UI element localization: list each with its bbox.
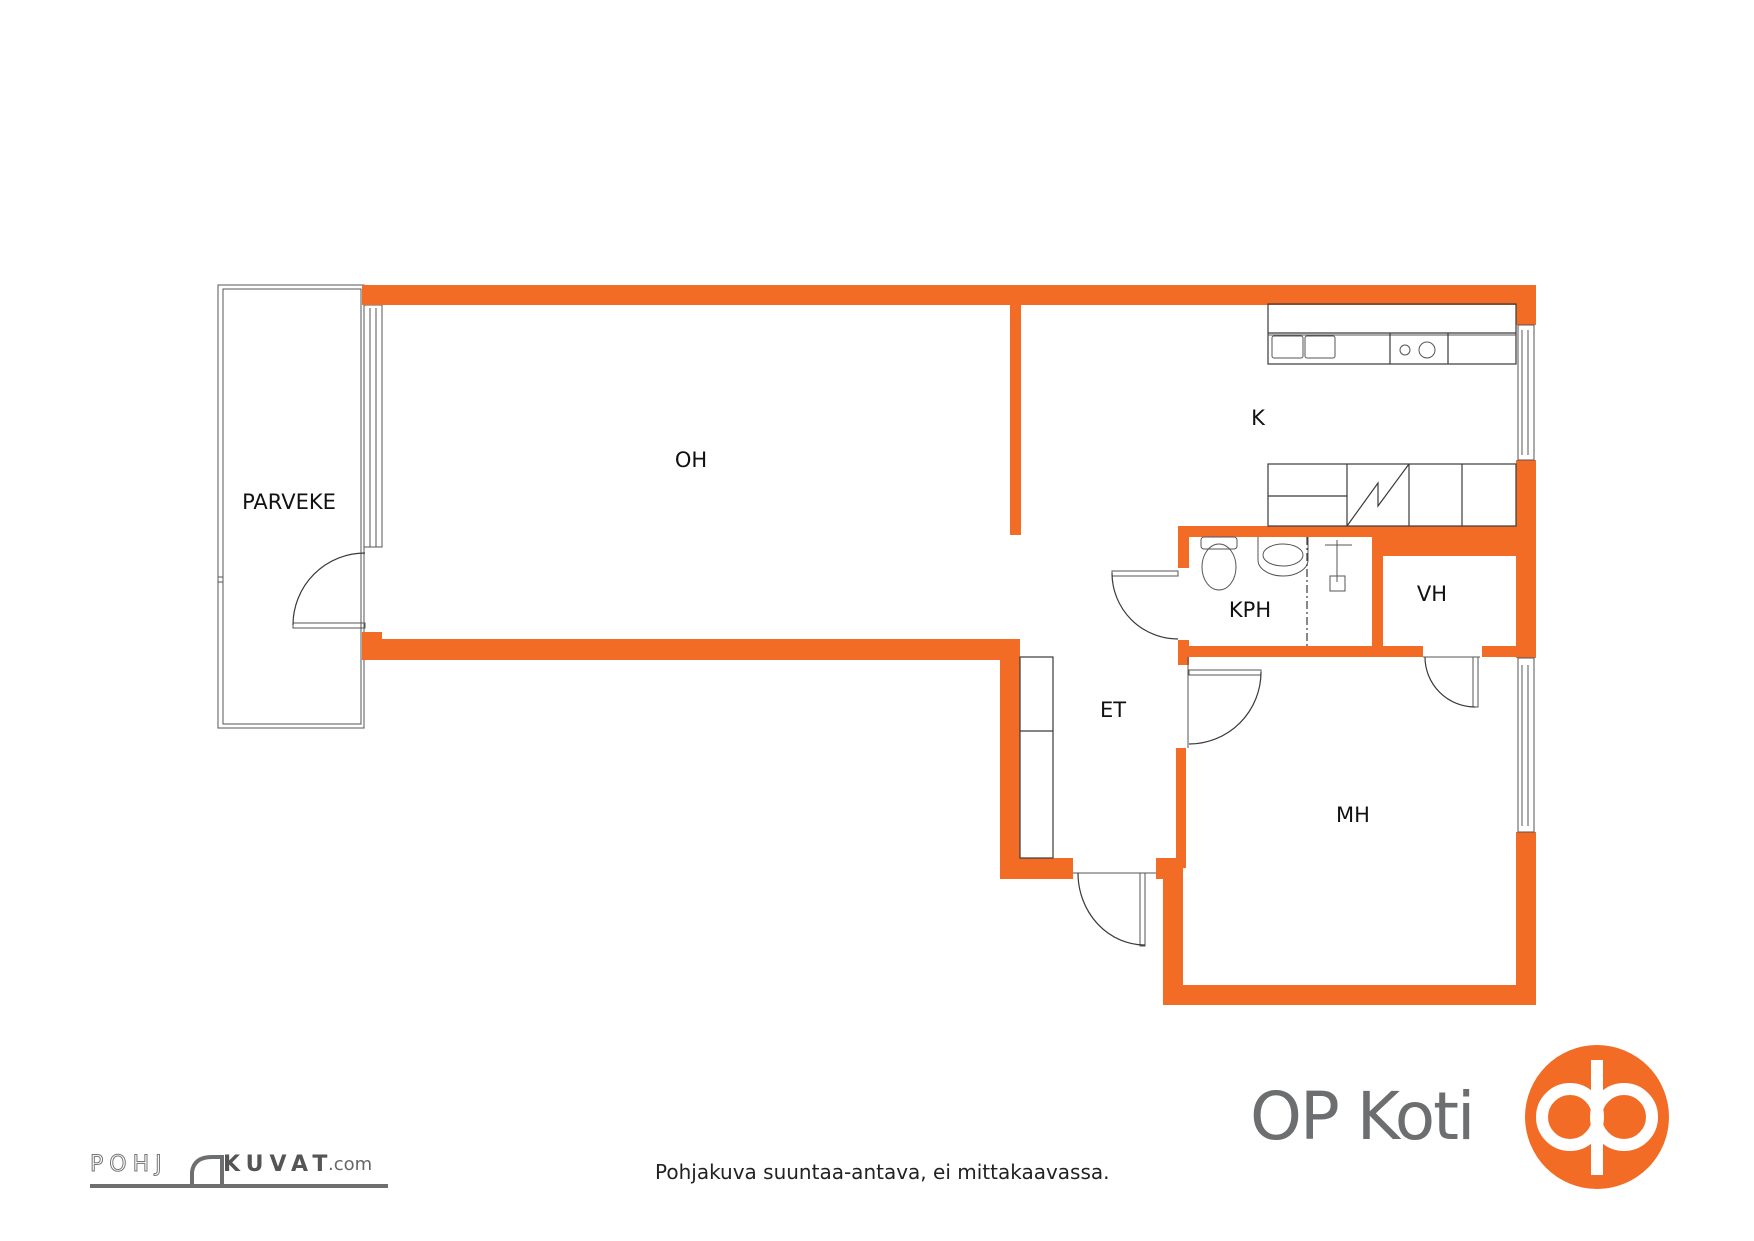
room-label-parveke: PARVEKE bbox=[242, 490, 336, 514]
pohjakuvat-arc-icon bbox=[190, 1155, 224, 1186]
room-label-oh: OH bbox=[674, 448, 708, 472]
pohjakuvat-underline bbox=[90, 1184, 388, 1188]
room-label-k: K bbox=[1251, 406, 1265, 430]
pohjakuvat-logo-part1: POHJ bbox=[90, 1152, 168, 1178]
bathroom-door bbox=[1111, 570, 1179, 640]
room-label-et: ET bbox=[1099, 698, 1127, 722]
bedroom-window bbox=[1517, 657, 1535, 833]
hall-wardrobe bbox=[1019, 656, 1054, 859]
pohjakuvat-logo-part2: KUVAT bbox=[223, 1152, 334, 1177]
brand-name: OP Koti bbox=[1250, 1078, 1475, 1155]
kitchen-window bbox=[1517, 324, 1535, 461]
op-logo-icon bbox=[1525, 1045, 1669, 1189]
closet-door bbox=[1423, 656, 1480, 708]
walls bbox=[362, 285, 1536, 1005]
room-label-mh: MH bbox=[1336, 803, 1370, 827]
balcony-door bbox=[292, 552, 366, 629]
pohjakuvat-logo-part3: .com bbox=[328, 1154, 373, 1175]
disclaimer-note: Pohjakuva suuntaa-antava, ei mittakaavas… bbox=[655, 1160, 1110, 1184]
kitchen-counter-bottom bbox=[1267, 463, 1517, 527]
entry-door bbox=[1073, 872, 1156, 947]
room-label-kph: KPH bbox=[1228, 598, 1272, 622]
bathroom-fixtures bbox=[1200, 536, 1352, 646]
kitchen-counter-top bbox=[1267, 303, 1517, 365]
room-label-vh: VH bbox=[1416, 582, 1448, 606]
bedroom-door bbox=[1187, 657, 1262, 748]
oh-west-window bbox=[363, 304, 383, 548]
